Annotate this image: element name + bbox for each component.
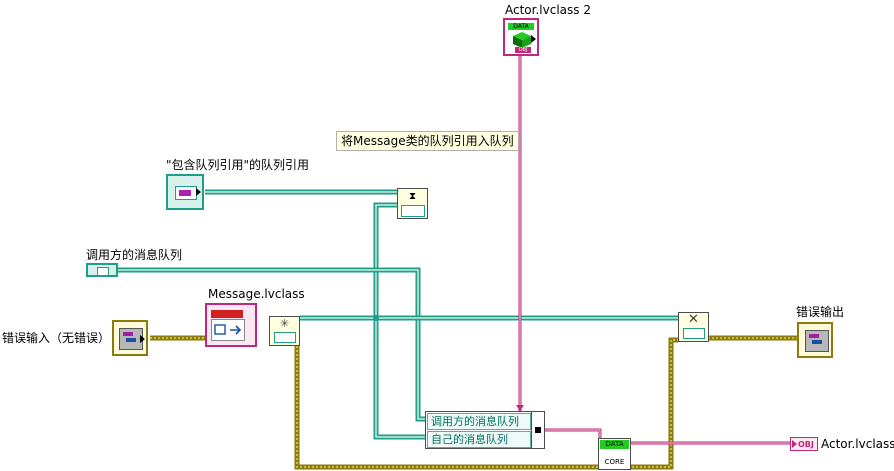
actor-out-terminal: OBJ bbox=[790, 437, 818, 451]
queue-ref-out-arrow bbox=[196, 188, 201, 196]
message-class-constant[interactable] bbox=[205, 303, 257, 347]
message-class-label: Message.lvclass bbox=[208, 287, 305, 301]
error-in-terminal[interactable] bbox=[112, 320, 148, 356]
error-in-label: 错误输入（无错误） bbox=[2, 331, 111, 345]
actor2-label: Actor.lvclass 2 bbox=[505, 3, 591, 17]
error-out-terminal bbox=[797, 322, 833, 358]
error-in-out-arrow bbox=[140, 335, 145, 343]
queue-icon bbox=[175, 186, 197, 200]
queue-ref-label: "包含队列引用"的队列引用 bbox=[166, 158, 310, 172]
actor2-obj-tag: OBJ bbox=[515, 47, 531, 53]
cube-icon bbox=[513, 32, 531, 52]
actor-out-in-arrow bbox=[792, 440, 797, 448]
actor-out-obj-tag: OBJ bbox=[798, 440, 814, 449]
release-queue-node[interactable]: ✕ bbox=[678, 312, 709, 342]
x-icon: ✕ bbox=[688, 312, 699, 327]
queue-ref-terminal[interactable] bbox=[166, 174, 204, 210]
bundle-in-arrow bbox=[516, 405, 524, 411]
comment-box: 将Message类的队列引用入队列 bbox=[336, 131, 519, 151]
class-wires bbox=[518, 52, 790, 445]
cluster-icon bbox=[805, 330, 829, 352]
bundle-by-name-node[interactable]: 调用方的消息队列 自己的消息队列 bbox=[425, 411, 545, 449]
refnum-wires bbox=[118, 189, 678, 440]
actor2-out-arrow bbox=[531, 35, 536, 43]
enqueue-element-node[interactable]: ⧗ bbox=[397, 188, 428, 219]
sparkle-icon: ✳ bbox=[280, 317, 290, 330]
doc-icon bbox=[97, 267, 109, 276]
message-body-icon bbox=[211, 319, 245, 341]
core-data-tag: DATA bbox=[600, 440, 629, 449]
error-wires bbox=[150, 335, 800, 470]
caller-queue-label: 调用方的消息队列 bbox=[86, 248, 183, 262]
bundle-row-caller-queue[interactable]: 调用方的消息队列 bbox=[427, 413, 531, 430]
error-out-label: 错误输出 bbox=[796, 305, 845, 319]
bundle-output-bar bbox=[531, 412, 544, 448]
obtain-queue-node[interactable]: ✳ bbox=[269, 316, 300, 346]
release-queue-icon bbox=[683, 328, 705, 339]
enqueue-icon bbox=[401, 205, 425, 217]
hourglass-icon: ⧗ bbox=[409, 191, 417, 202]
actor2-data-tag: DATA bbox=[508, 23, 534, 30]
obtain-queue-icon bbox=[274, 332, 296, 343]
bundle-row-self-queue[interactable]: 自己的消息队列 bbox=[427, 431, 531, 448]
core-tag: CORE bbox=[604, 458, 625, 466]
message-header bbox=[211, 310, 243, 318]
actor2-terminal[interactable]: DATA OBJ bbox=[503, 18, 539, 56]
caller-queue-terminal[interactable] bbox=[86, 263, 118, 277]
actor-out-label: Actor.lvclass bbox=[821, 437, 894, 451]
core-data-node[interactable]: DATA CORE bbox=[598, 438, 631, 470]
